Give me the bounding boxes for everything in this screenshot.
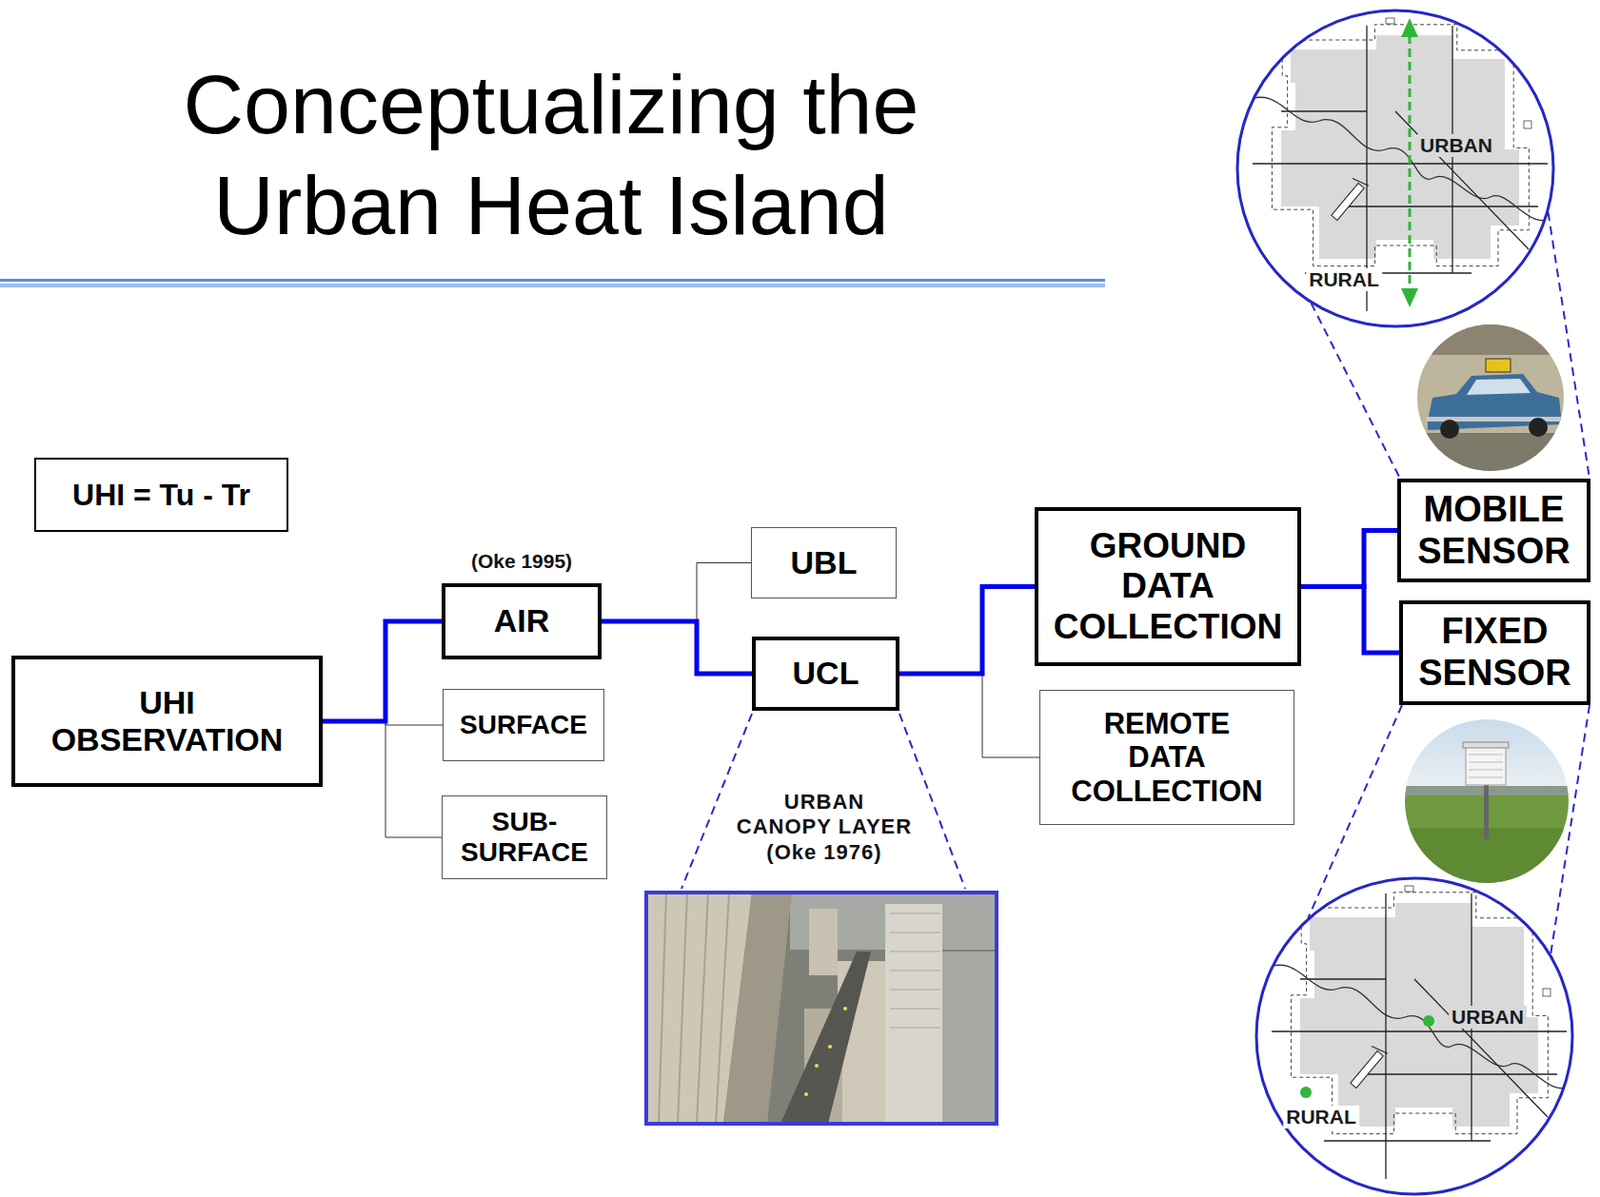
map-label: URBAN [1417, 134, 1496, 158]
city-photo [646, 892, 997, 1125]
box-label: GROUND DATA COLLECTION [1046, 526, 1290, 649]
circle-outline [1237, 10, 1554, 327]
branch-connector [601, 563, 751, 623]
option-box: REMOTE DATA COLLECTION [1039, 690, 1295, 826]
box-label: REMOTE DATA COLLECTION [1061, 707, 1273, 810]
main-connector [899, 587, 1035, 675]
main-connector [322, 621, 442, 722]
map-label: RURAL [1305, 268, 1383, 292]
box-label: SURFACE [459, 710, 588, 741]
main-connector [1301, 531, 1398, 588]
process-box: UCL [751, 636, 900, 712]
map-illustration [1262, 886, 1577, 1180]
option-box: UBL [750, 527, 897, 599]
box-label: UBL [790, 544, 858, 582]
process-box: MOBILE SENSOR [1397, 478, 1591, 583]
map-inset: URBAN RURAL [1235, 8, 1556, 329]
process-box: UHI OBSERVATION [11, 655, 323, 788]
citation: (Oke 1995) [471, 549, 573, 573]
box-label: UHI = Tu - Tr [72, 477, 251, 514]
map-label: URBAN [1448, 1006, 1527, 1029]
option-box: SUB- SURFACE [441, 795, 608, 880]
car-photo [1417, 324, 1564, 472]
ucl-zoom-lines [681, 713, 966, 889]
box-label: FIXED SENSOR [1410, 611, 1580, 694]
process-box: GROUND DATA COLLECTION [1034, 507, 1302, 667]
zoom-connector [1311, 212, 1590, 479]
branch-connector [322, 721, 442, 838]
branch-connector [899, 673, 1040, 758]
box-label: SUB- SURFACE [452, 807, 597, 869]
layer-caption: URBAN CANOPY LAYER (Oke 1976) [734, 790, 915, 866]
process-box: FIXED SENSOR [1399, 600, 1591, 706]
circle-outline [1256, 878, 1573, 1195]
process-box: AIR [441, 583, 602, 660]
box-label: MOBILE SENSOR [1408, 489, 1580, 573]
circle-outline [1235, 8, 1556, 329]
box-label: AIR [493, 602, 551, 640]
formula-box: UHI = Tu - Tr [34, 457, 289, 533]
title: Conceptualizing the Urban Heat Island [132, 54, 970, 256]
box-label: UHI OBSERVATION [28, 684, 306, 759]
main-connector [601, 621, 752, 674]
weather-station-photo [1404, 719, 1569, 884]
main-connector [1301, 587, 1400, 654]
box-label: UCL [792, 654, 860, 692]
map-inset: URBAN RURAL [1254, 876, 1575, 1197]
circle-outline [1254, 876, 1575, 1197]
option-box: SURFACE [442, 689, 605, 762]
zoom-connector [1307, 705, 1590, 955]
map-illustration [1243, 18, 1558, 312]
title-rule [0, 278, 1106, 288]
map-label: RURAL [1283, 1106, 1360, 1129]
